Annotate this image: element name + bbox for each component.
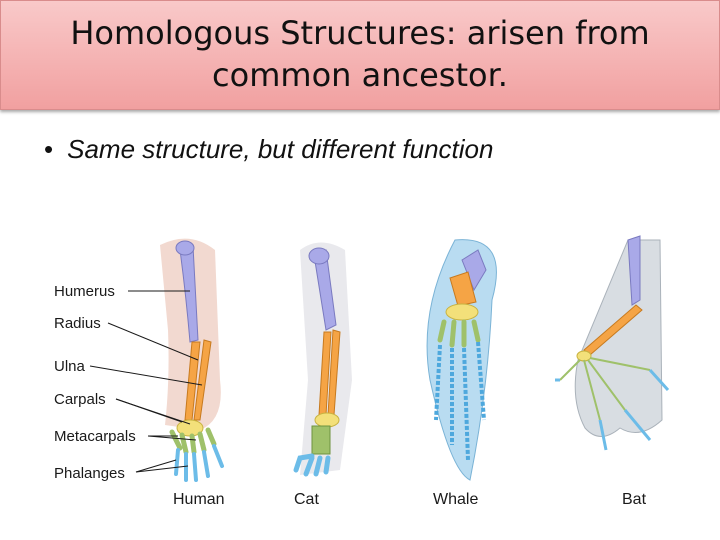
- label-phalanges: Phalanges: [54, 465, 125, 482]
- cat-limb: [296, 243, 352, 476]
- label-carpals: Carpals: [54, 391, 106, 408]
- label-ulna: Ulna: [54, 358, 86, 375]
- caption-human: Human: [173, 491, 225, 508]
- caption-whale: Whale: [433, 491, 478, 508]
- label-radius: Radius: [54, 315, 101, 332]
- whale-limb: [427, 240, 496, 480]
- caption-bat: Bat: [622, 491, 647, 508]
- human-limb: [160, 239, 222, 480]
- label-metacarpals: Metacarpals: [54, 428, 136, 445]
- caption-cat: Cat: [294, 491, 319, 508]
- label-humerus: Humerus: [54, 283, 115, 300]
- bat-limb: [555, 236, 668, 450]
